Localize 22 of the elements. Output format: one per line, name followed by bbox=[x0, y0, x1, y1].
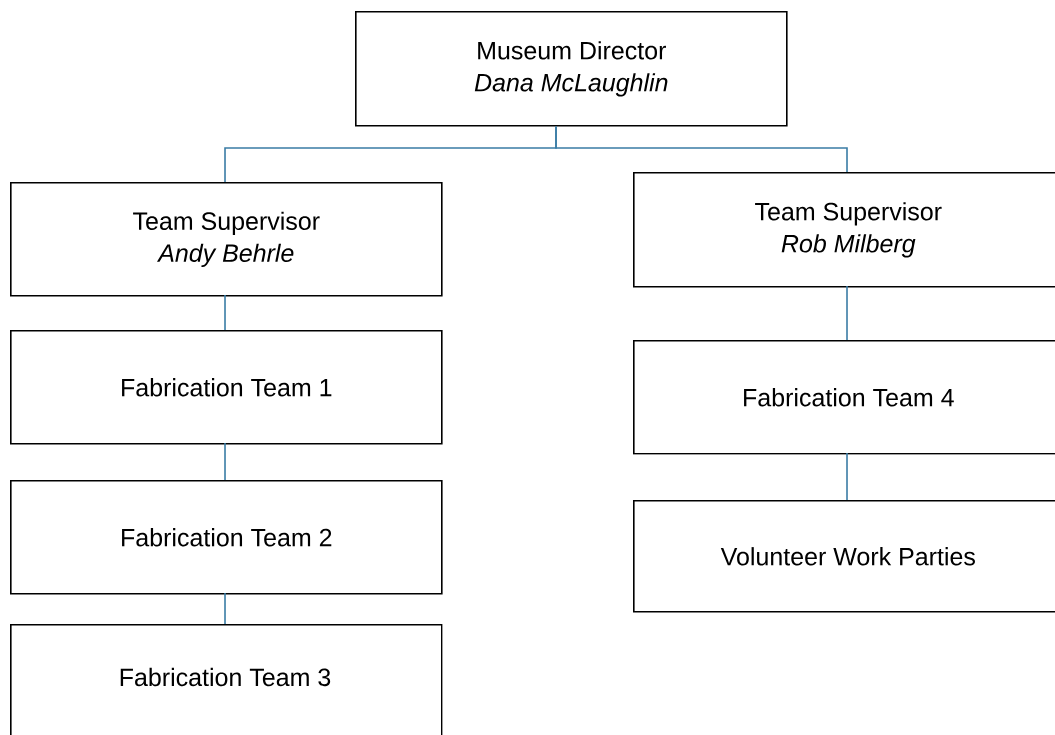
box-label: Fabrication Team 2 bbox=[122, 528, 332, 547]
box-label: Volunteer Work Parties bbox=[720, 547, 975, 566]
connector-line bbox=[224, 592, 226, 625]
connector-line bbox=[846, 285, 848, 341]
org-box bbox=[633, 340, 1055, 455]
box-label: Fabrication Team 3 bbox=[120, 667, 331, 687]
org-box bbox=[10, 330, 443, 445]
org-box bbox=[355, 11, 788, 127]
connector-line bbox=[224, 294, 226, 331]
org-box bbox=[10, 624, 443, 735]
org-box bbox=[633, 500, 1055, 613]
box-label: Museum Director Dana McLaughlin bbox=[474, 41, 668, 97]
org-box bbox=[10, 182, 443, 297]
org-box bbox=[633, 172, 1055, 288]
box-label: Fabrication Team 1 bbox=[122, 378, 332, 397]
box-label: Team Supervisor Andy Behrle bbox=[133, 211, 320, 267]
org-box bbox=[10, 480, 443, 595]
connector-line bbox=[224, 442, 226, 481]
box-label: Fabrication Team 4 bbox=[744, 388, 954, 407]
box-label: Team Supervisor Rob Milberg bbox=[755, 202, 942, 258]
connector-line bbox=[555, 125, 848, 173]
connector-line bbox=[846, 452, 848, 501]
